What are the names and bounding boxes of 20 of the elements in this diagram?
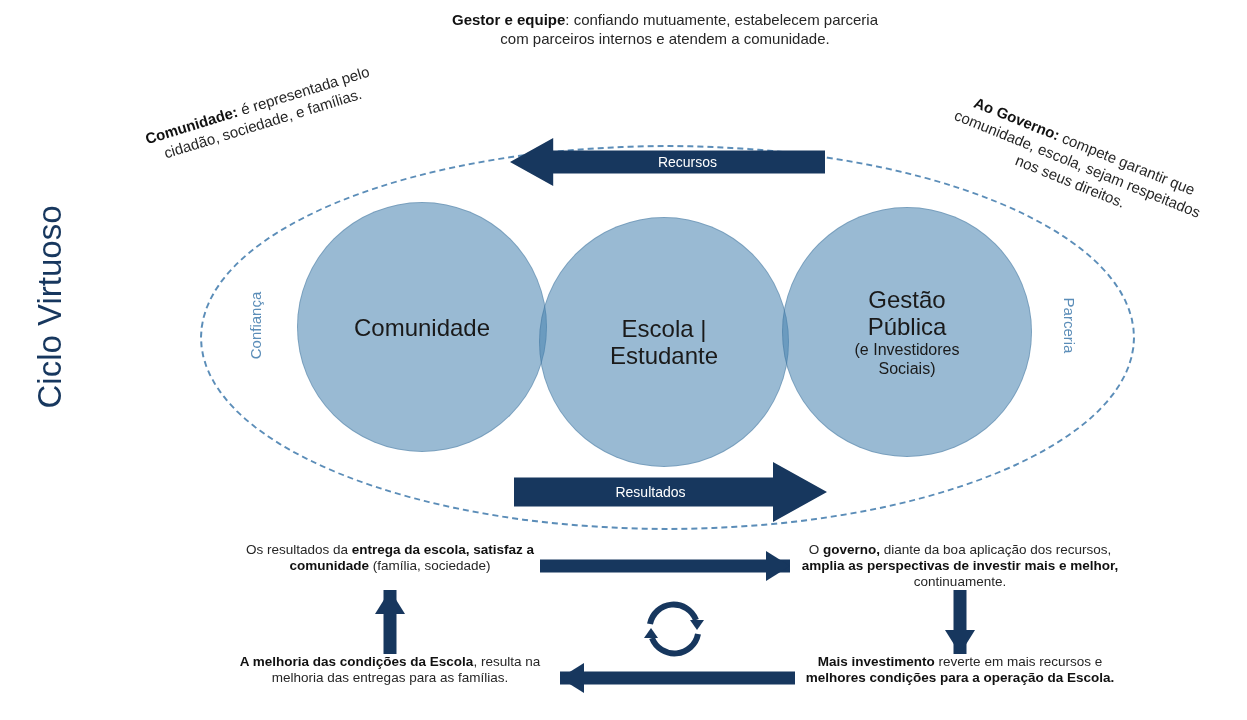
block-arrow-connector xyxy=(375,590,405,654)
diagram-title: Ciclo Virtuoso xyxy=(31,204,69,411)
description-text: Os resultados da entrega da escola, satisfaz a comunidade (família, sociedade) xyxy=(240,542,540,590)
block-arrow xyxy=(510,138,825,186)
block-arrow-connector xyxy=(540,551,790,581)
description-text: Mais investimento reverte em mais recursos e melhores condições para a operação da Escola. xyxy=(795,654,1125,702)
side-label: Confiança xyxy=(247,291,265,360)
circle-label: (e Investidores Sociais) xyxy=(853,340,961,378)
arrow-label: Resultados xyxy=(615,484,686,500)
block-arrow xyxy=(514,462,827,522)
description-text: A melhoria das condições da Escola, resulta na melhoria das entregas para as famílias. xyxy=(220,654,560,702)
circle-label: Gestão Pública xyxy=(866,286,948,340)
circle-label: Comunidade xyxy=(353,313,491,341)
side-label: Parceria xyxy=(1061,297,1079,354)
block-arrow-connector xyxy=(560,663,795,693)
arrow-label: Recursos xyxy=(657,154,718,170)
annotation-text: Gestor e equipe: confiando mutuamente, estabelecem parceria com parceiros internos e atendem a comunidade. xyxy=(450,10,880,48)
description-text: O governo, diante da boa aplicação dos recursos, amplia as perspectivas de investir mais e melhor, continuamente. xyxy=(790,542,1130,590)
circle-label: Escola | Estudante xyxy=(608,315,720,369)
block-arrow-connector xyxy=(945,590,975,654)
